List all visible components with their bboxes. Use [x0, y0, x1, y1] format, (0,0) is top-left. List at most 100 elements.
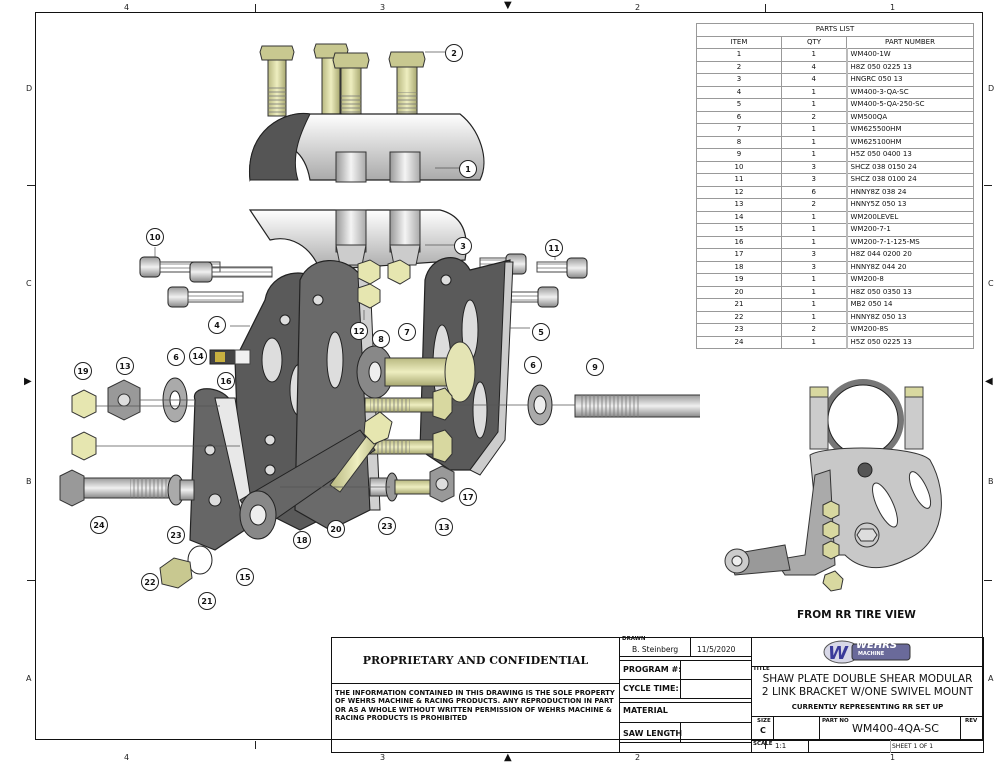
divider	[619, 698, 752, 699]
zone-col-label: 4	[124, 753, 130, 762]
part-number-cell: SHCZ 038 0100 24	[845, 173, 974, 187]
item-cell: 16	[696, 235, 782, 249]
item-cell: 13	[696, 198, 782, 212]
scale-label: SCALE	[753, 741, 773, 747]
part-number-cell: WM400-3-QA-SC	[845, 85, 974, 99]
balloon-item-24: 24	[90, 516, 108, 534]
qty-cell: 2	[781, 323, 847, 337]
exploded-assembly-view	[59, 43, 700, 589]
qty-cell: 1	[781, 235, 847, 249]
balloon-item-8: 8	[372, 330, 390, 348]
proprietary-heading: PROPRIETARY AND CONFIDENTIAL	[362, 654, 589, 667]
drawing-frame	[35, 12, 983, 740]
qty-cell: 1	[781, 48, 847, 62]
zone-row-label: A	[26, 674, 32, 683]
zone-row-label: A	[988, 674, 994, 683]
zone-tick	[255, 741, 256, 749]
column-header-part-number: PART NUMBER	[846, 35, 974, 49]
item-cell: 17	[696, 248, 782, 262]
part-number-cell: HNNY8Z 044 20	[845, 260, 974, 274]
qty-cell: 1	[781, 85, 847, 99]
zone-col-label: 2	[635, 3, 641, 12]
title-box	[751, 637, 984, 753]
divider	[619, 679, 752, 680]
item-cell: 22	[696, 310, 782, 324]
center-mark-right-icon: ◀	[985, 376, 993, 387]
wehrs-machine-logo: W	[823, 640, 911, 664]
divider	[680, 723, 681, 742]
zone-tick	[255, 4, 256, 12]
balloon-item-13b: 13	[435, 518, 453, 536]
cycle-time-label: CYCLE TIME:	[623, 684, 679, 693]
part-number-cell: H5Z 050 0225 13	[845, 335, 974, 349]
qty-cell: 3	[781, 173, 847, 187]
balloon-item-2: 2	[445, 44, 463, 62]
side-view-rr-tire	[724, 379, 942, 592]
part-no-label: PART NO	[822, 718, 849, 724]
rod-end	[239, 411, 393, 540]
balloon-item-23b: 23	[378, 517, 396, 535]
balloon-item-4: 4	[208, 316, 226, 334]
qty-cell: 1	[781, 310, 847, 324]
program-field[interactable]	[682, 663, 750, 677]
rev-label: REV	[965, 718, 978, 724]
part-number-cell: MB2 050 14	[845, 298, 974, 312]
proprietary-notice-box: THE INFORMATION CONTAINED IN THIS DRAWIN…	[331, 683, 620, 753]
zone-row-label: B	[26, 477, 32, 486]
bolt-24	[59, 469, 195, 507]
program-label: PROGRAM #:	[623, 665, 682, 674]
size-value: C	[760, 726, 766, 735]
bolts-17	[364, 387, 453, 463]
item-cell: 21	[696, 298, 782, 312]
item-cell: 10	[696, 160, 782, 174]
zone-row-label: C	[26, 279, 32, 288]
item-cell: 15	[696, 223, 782, 237]
zone-col-label: 4	[124, 3, 130, 12]
balloon-item-6b: 6	[524, 356, 542, 374]
item-cell: 20	[696, 285, 782, 299]
qty-cell: 3	[781, 160, 847, 174]
zone-tick	[765, 741, 766, 749]
balloon-item-22: 22	[141, 573, 159, 591]
saw-length-field[interactable]	[682, 726, 750, 740]
material-field[interactable]	[682, 706, 750, 718]
zone-tick	[984, 185, 992, 186]
balloon-item-6: 6	[167, 348, 185, 366]
qty-cell: 1	[781, 298, 847, 312]
part-number-cell: SHCZ 038 0150 24	[845, 160, 974, 174]
clamp-top-half	[249, 112, 485, 183]
divider	[960, 716, 961, 740]
part-number-cell: H8Z 050 0350 13	[845, 285, 974, 299]
cycle-time-field[interactable]	[682, 682, 750, 696]
zone-row-label: D	[26, 84, 33, 93]
part-number-cell: WM625500HM	[845, 123, 974, 137]
balloon-item-23: 23	[167, 526, 185, 544]
item-cell: 4	[696, 85, 782, 99]
qty-cell: 3	[781, 260, 847, 274]
divider	[773, 716, 774, 740]
qty-cell: 1	[781, 135, 847, 149]
qty-cell: 1	[781, 273, 847, 287]
divider	[751, 666, 984, 667]
balloon-item-18: 19	[74, 362, 92, 380]
divider	[619, 656, 752, 657]
item-cell: 23	[696, 323, 782, 337]
qty-cell: 6	[781, 185, 847, 199]
center-mark-bottom-icon: ▲	[504, 752, 512, 763]
logo-subtext: MACHINE	[858, 651, 885, 657]
divider	[619, 702, 752, 703]
title-label: TITLE	[753, 666, 770, 672]
zone-col-label: 1	[890, 753, 896, 762]
divider	[808, 740, 809, 753]
